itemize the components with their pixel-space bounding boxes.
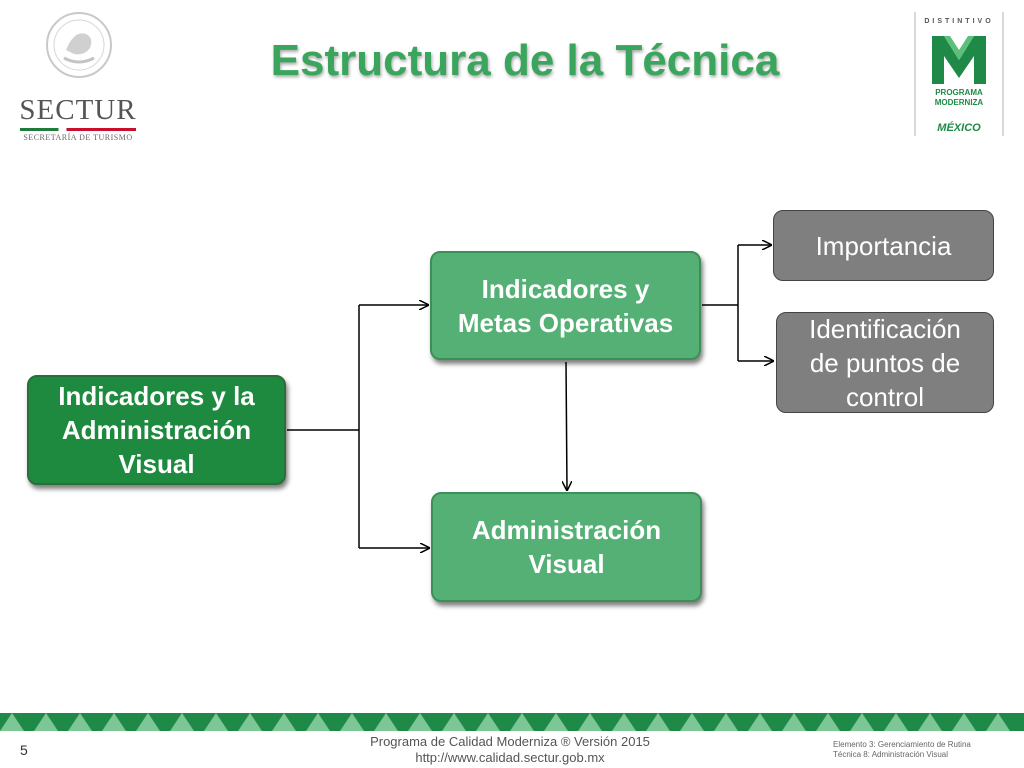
node-root-line-1: Indicadores y la: [58, 381, 255, 411]
node-root-line-2: Administración: [61, 415, 252, 445]
node-root-line-3: Visual: [118, 449, 195, 479]
mexico-seal-icon: [46, 12, 112, 78]
node-indicadores-metas: Indicadores y Metas Operativas: [430, 251, 701, 360]
sectur-wordmark: SECTUR: [19, 94, 137, 126]
node-puntos-control: Identificación de puntos de control: [776, 312, 994, 413]
badge-line1: PROGRAMA: [935, 88, 983, 97]
node-indicadores-metas-line-1: Indicadores y: [481, 273, 650, 304]
sectur-logo: SECTUR SECRETARÍA DE TURISMO: [8, 8, 138, 142]
moderniza-badge: DISTINTIVO PROGRAMA MODERNIZA MÉXICO: [914, 12, 1004, 136]
node-puntos-control-line-2: de puntos de: [809, 347, 961, 378]
node-administracion-visual-line-2: Visual: [528, 549, 605, 579]
page-number: 5: [20, 742, 28, 758]
node-importancia-line-1: Importancia: [815, 230, 952, 261]
badge-top-label: DISTINTIVO: [924, 18, 994, 25]
node-puntos-control-line-3: control: [845, 381, 925, 412]
node-indicadores-metas-line-2: Metas Operativas: [457, 307, 674, 338]
footer-element-line: Elemento 3: Gerenciamiento de Rutina: [833, 740, 971, 749]
badge-line2: MODERNIZA: [934, 98, 984, 107]
node-importancia: Importancia: [773, 210, 994, 281]
footer-program-line: Programa de Calidad Moderniza ® Versión …: [370, 734, 650, 749]
page-title: Estructura de la Técnica: [270, 36, 780, 85]
footer-technique-line: Técnica 8: Administración Visual: [833, 750, 949, 759]
node-administracion-visual-line-1: Administración: [471, 515, 662, 545]
sectur-subtitle: SECRETARÍA DE TURISMO: [23, 133, 133, 142]
node-puntos-control-line-1: Identificación: [809, 313, 961, 344]
badge-country: MÉXICO: [937, 122, 981, 134]
footer-element-info: Elemento 3: Gerenciamiento de Rutina Téc…: [833, 740, 1018, 760]
node-root: Indicadores y la Administración Visual: [27, 375, 286, 485]
footer-program: Programa de Calidad Moderniza ® Versión …: [340, 734, 680, 766]
sectur-color-rule: [20, 128, 136, 131]
badge-program-label: PROGRAMA MODERNIZA: [916, 88, 1002, 108]
arrow-branch-top-to-bottom: [566, 361, 567, 490]
moderniza-m-logo-icon: [932, 36, 986, 84]
footer-url: http://www.calidad.sectur.gob.mx: [415, 750, 605, 765]
decorative-pattern-strip: [0, 713, 1024, 731]
node-administracion-visual: Administración Visual: [431, 492, 702, 602]
